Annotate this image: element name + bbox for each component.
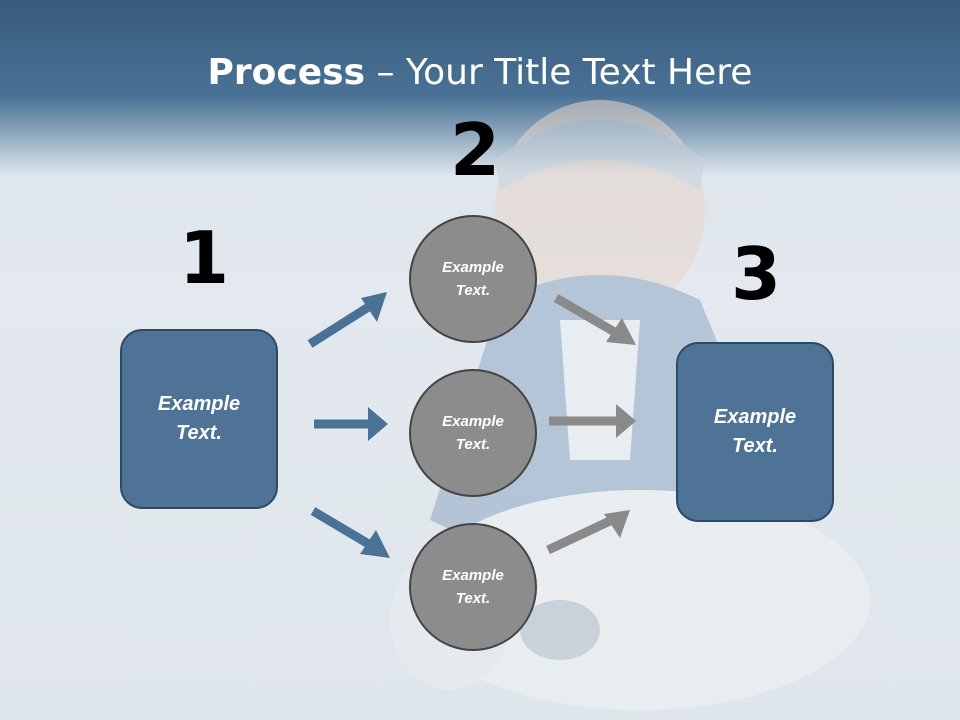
gray-arrow-up [546,510,630,555]
right-box: Example Text. [676,342,834,522]
step-number-1: 1 [179,216,230,300]
title-banner [0,0,960,175]
circle-top-line2: Text. [455,282,491,299]
right-box-line2: Text. [732,435,778,457]
circle-middle: Example Text. [409,369,537,497]
circle-top-line1: Example [442,259,504,276]
step-number-2: 2 [450,108,501,192]
blue-arrow-right [314,407,388,441]
title-rest: – Your Title Text Here [365,52,753,93]
blue-arrow-down [310,507,390,558]
circle-middle-line2: Text. [455,436,491,453]
circle-top: Example Text. [409,215,537,343]
blue-arrow-up [307,292,387,348]
left-box-line2: Text. [176,422,222,444]
circle-bottom-line2: Text. [455,590,491,607]
circle-middle-line1: Example [442,413,504,430]
right-box-line1: Example [713,406,797,428]
circle-bottom-line1: Example [442,567,504,584]
step-number-3: 3 [731,232,782,316]
page-title: Process – Your Title Text Here [0,52,960,93]
gray-arrow-right [549,404,636,438]
left-box: Example Text. [120,329,278,509]
title-bold: Process [207,52,366,93]
gray-arrow-down [553,294,636,345]
left-box-line1: Example [157,393,241,415]
circle-bottom: Example Text. [409,523,537,651]
